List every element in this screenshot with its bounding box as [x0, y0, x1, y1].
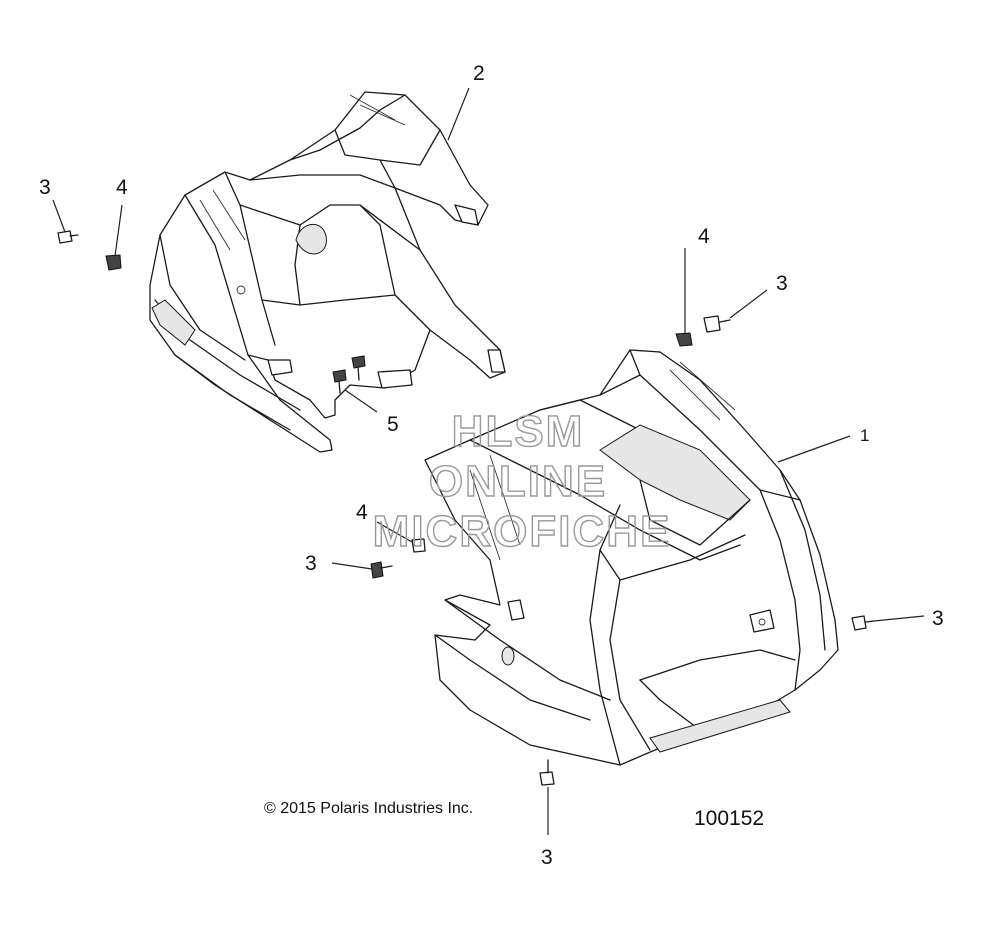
screw-3-center-left: [370, 561, 393, 579]
callout-3-bottom: 3: [541, 846, 553, 869]
clip-4-center: [411, 538, 426, 553]
callout-4-right-upper: 4: [698, 225, 710, 248]
copyright-notice: © 2015 Polaris Industries Inc.: [264, 800, 473, 817]
callout-3-top-left: 3: [39, 176, 51, 199]
callout-3-right-upper: 3: [776, 272, 788, 295]
watermark: HLSM ONLINE MICROFICHE: [372, 406, 672, 556]
callout-3-center-left: 3: [305, 552, 317, 575]
callout-5: 5: [387, 413, 399, 436]
callout-2: 2: [473, 62, 485, 85]
clip-4-right-upper: [675, 332, 693, 347]
watermark-line-3: MICROFICHE: [373, 507, 672, 556]
screw-3-top-left: [57, 230, 79, 244]
callout-3-right: 3: [932, 607, 944, 630]
callout-4-center: 4: [356, 501, 368, 524]
callout-1: 1: [860, 426, 869, 445]
leader-lines: [52, 87, 925, 835]
part-1-lower-hood: [424, 349, 839, 766]
part-2-upper-hood: [149, 91, 506, 453]
watermark-line-2: ONLINE: [429, 457, 607, 506]
watermark-line-1: HLSM: [452, 407, 585, 456]
screw-3-right: [851, 615, 875, 631]
screw-3-right-upper: [703, 315, 731, 333]
callout-4-top-left: 4: [116, 176, 128, 199]
screw-3-bottom: [539, 759, 555, 786]
screws-5: [332, 355, 366, 394]
callouts: 2 3 4 4 3 5 1 4 3 3 3: [39, 62, 944, 869]
clip-4-top-left: [105, 254, 122, 271]
figure-id: 100152: [694, 807, 764, 830]
